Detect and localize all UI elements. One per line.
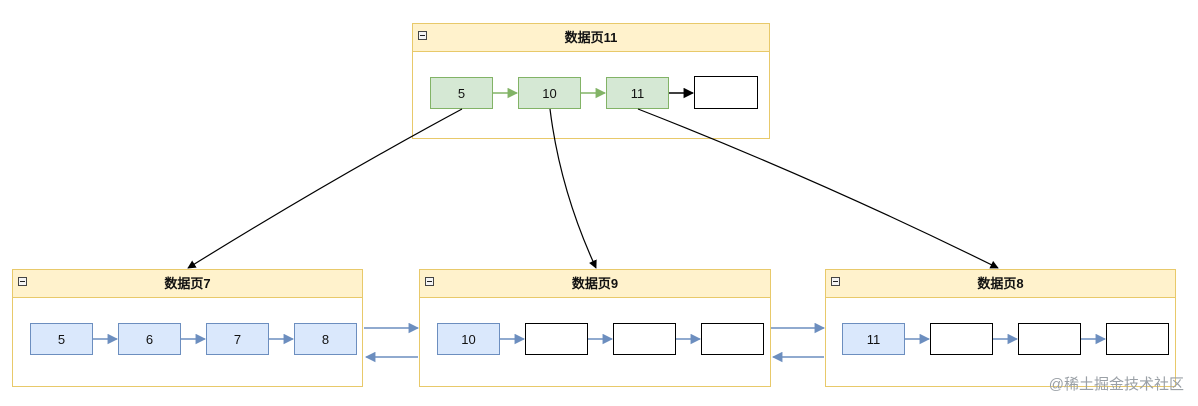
collapse-icon[interactable] xyxy=(18,277,27,286)
watermark: @稀土掘金技术社区 xyxy=(1048,376,1184,393)
page-left-title: 数据页7 xyxy=(164,276,211,291)
record-root-2: 10 xyxy=(518,77,581,109)
record-middle-empty-2 xyxy=(613,323,676,355)
record-root-3: 11 xyxy=(606,77,669,109)
page-middle-header: 数据页9 xyxy=(420,270,770,298)
page-right-header: 数据页8 xyxy=(826,270,1175,298)
record-middle-empty-3 xyxy=(701,323,764,355)
record-root-1: 5 xyxy=(430,77,493,109)
page-root-header: 数据页11 xyxy=(413,24,769,52)
record-right-empty-3 xyxy=(1106,323,1169,355)
pointer-arrow-to-page9 xyxy=(549,108,597,269)
record-left-1: 5 xyxy=(30,323,93,355)
collapse-icon[interactable] xyxy=(831,277,840,286)
page-root-title: 数据页11 xyxy=(564,30,618,45)
page-left-header: 数据页7 xyxy=(13,270,362,298)
pointer-arrow-to-page7 xyxy=(187,108,463,269)
collapse-icon[interactable] xyxy=(425,277,434,286)
collapse-icon[interactable] xyxy=(418,31,427,40)
record-left-2: 6 xyxy=(118,323,181,355)
record-middle-empty-1 xyxy=(525,323,588,355)
page-right-title: 数据页8 xyxy=(977,276,1024,291)
page-middle-title: 数据页9 xyxy=(571,276,619,291)
record-right-empty-2 xyxy=(1018,323,1081,355)
record-middle-1: 10 xyxy=(437,323,500,355)
record-root-empty xyxy=(694,76,758,109)
record-right-empty-1 xyxy=(930,323,993,355)
record-right-1: 11 xyxy=(842,323,905,355)
record-left-4: 8 xyxy=(294,323,357,355)
pointer-arrow-to-page8 xyxy=(637,108,999,269)
record-left-3: 7 xyxy=(206,323,269,355)
